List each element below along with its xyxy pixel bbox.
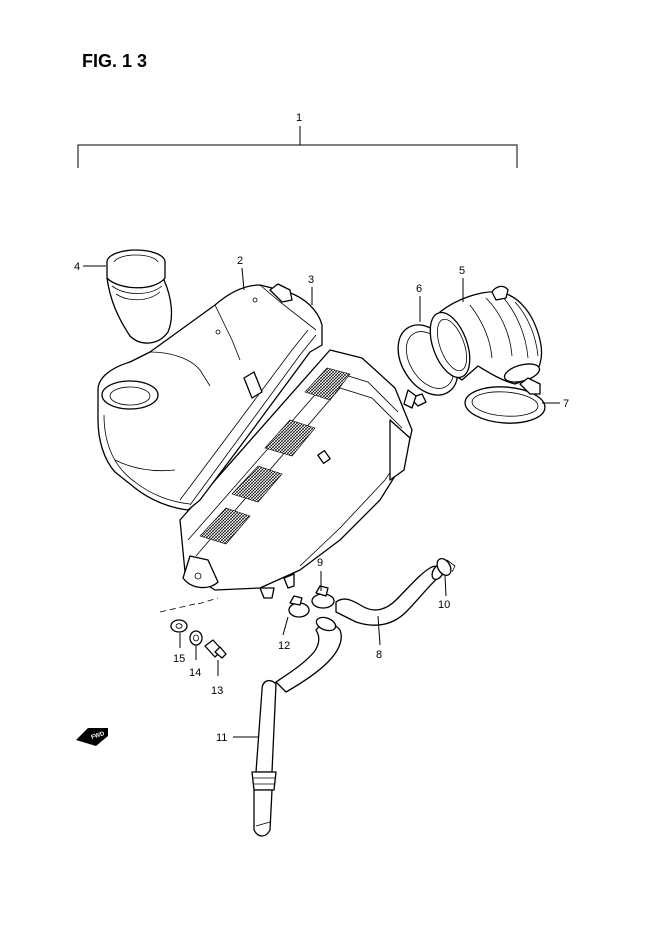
callout-8: 8 (376, 649, 382, 661)
callout-14: 14 (189, 667, 201, 679)
part-5-connecting-boot (429, 285, 543, 385)
callout-1: 1 (296, 112, 302, 124)
part-10-plug (436, 557, 456, 577)
assembly-bracket (77, 126, 518, 168)
part-7-small-clamp (464, 377, 546, 424)
callout-4: 4 (74, 261, 80, 273)
part-9-hose-clamp (311, 585, 335, 609)
callout-7: 7 (563, 398, 569, 410)
callout-10: 10 (438, 599, 450, 611)
figure-title: FIG. 1 3 (82, 51, 147, 71)
callout-2: 2 (237, 255, 243, 267)
callout-9: 9 (317, 557, 323, 569)
callout-13: 13 (211, 685, 223, 697)
callout-3: 3 (308, 274, 314, 286)
callout-11: 11 (216, 732, 227, 744)
part-3-air-cleaner-case (179, 349, 413, 599)
part-11-drain-tube (251, 679, 277, 837)
callout-12: 12 (278, 640, 290, 652)
part-8-breather-hose (275, 563, 445, 693)
part-12-hose-clamp (288, 595, 310, 618)
part-15-washer (170, 619, 188, 633)
part-13-bolt (204, 639, 227, 659)
part-2-air-cleaner-cap (97, 283, 323, 511)
callout-6: 6 (416, 283, 422, 295)
part-14-grommet (189, 630, 203, 646)
fwd-label: FWD (91, 731, 106, 741)
fwd-arrow-icon: FWD (76, 728, 108, 746)
callout-5: 5 (459, 265, 465, 277)
part-4-intake-funnel (106, 249, 173, 344)
callout-15: 15 (173, 653, 185, 665)
